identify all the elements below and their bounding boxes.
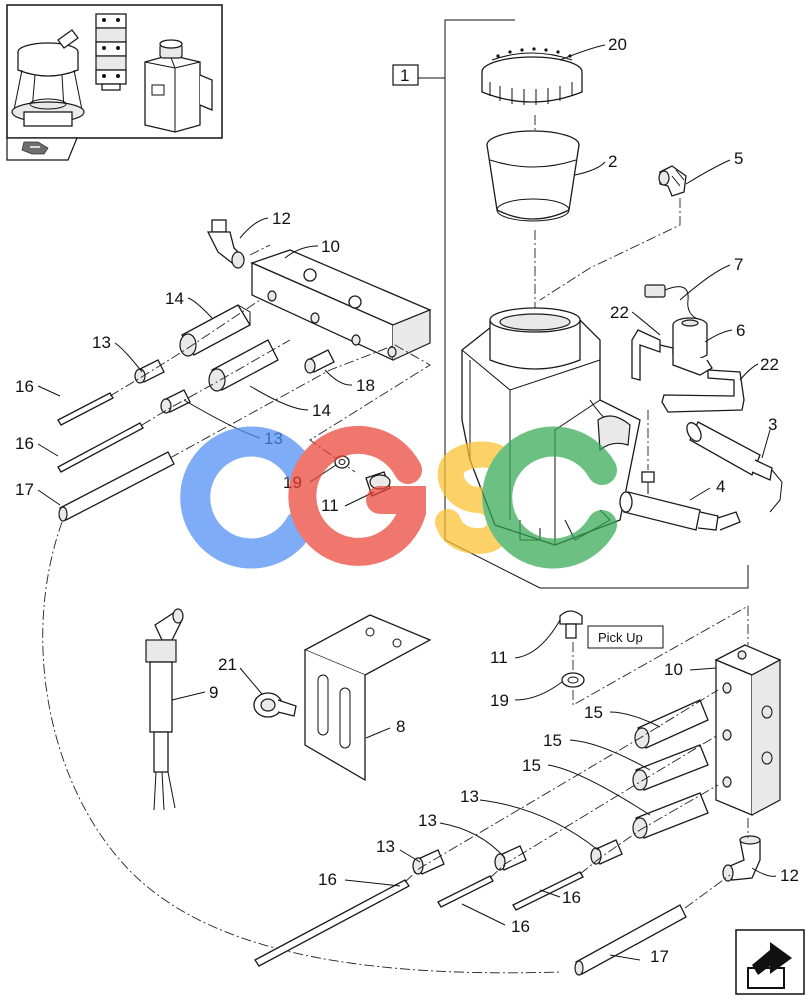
callout-14: 14 bbox=[312, 401, 331, 420]
callout-5: 5 bbox=[734, 149, 743, 168]
callout-11: 11 bbox=[321, 496, 339, 515]
part-10-manifold-lower bbox=[714, 644, 782, 816]
part-11-19-lower bbox=[559, 610, 585, 688]
part-14-fittings-upper bbox=[179, 304, 279, 392]
callout-11: 11 bbox=[490, 648, 508, 667]
callout-19: 19 bbox=[490, 691, 509, 710]
part-2-bowl bbox=[486, 130, 580, 222]
pickup-label: Pick Up bbox=[598, 630, 643, 645]
part-21-clamp bbox=[253, 692, 297, 718]
part-16-17-tubes-lower bbox=[254, 871, 687, 976]
callout-17: 17 bbox=[15, 480, 34, 499]
callout-10: 10 bbox=[321, 237, 340, 256]
callout-15: 15 bbox=[522, 756, 541, 775]
pickup-label-box bbox=[587, 625, 664, 649]
callout-13: 13 bbox=[460, 787, 479, 806]
part-12-elbow-lower bbox=[722, 835, 761, 882]
watermark-letter-g bbox=[288, 425, 426, 566]
part-3-filter bbox=[686, 421, 783, 513]
callout-14: 14 bbox=[165, 289, 184, 308]
callout-22: 22 bbox=[760, 355, 779, 374]
part-22-tubes bbox=[631, 329, 745, 413]
callout-13: 13 bbox=[418, 811, 437, 830]
callout-12: 12 bbox=[272, 209, 291, 228]
part-16-17-tubes-upper bbox=[57, 392, 175, 522]
callout-1: 1 bbox=[400, 66, 409, 85]
part-8-bracket bbox=[303, 614, 432, 782]
callout-16: 16 bbox=[15, 434, 34, 453]
callout-13: 13 bbox=[376, 837, 395, 856]
callout-16: 16 bbox=[562, 888, 581, 907]
callout-15: 15 bbox=[584, 703, 603, 722]
part-6-solenoid bbox=[659, 317, 713, 376]
watermark bbox=[180, 425, 617, 569]
callout-16: 16 bbox=[511, 917, 530, 936]
leader-lines bbox=[37, 44, 777, 961]
callout-18: 18 bbox=[356, 376, 375, 395]
callout-15: 15 bbox=[543, 731, 562, 750]
callout-16: 16 bbox=[318, 870, 337, 889]
callout-7: 7 bbox=[734, 255, 743, 274]
part-15-fittings-lower bbox=[632, 699, 709, 839]
callout-16: 16 bbox=[15, 377, 34, 396]
callout-13: 13 bbox=[92, 333, 111, 352]
part-4-cylinder bbox=[619, 471, 741, 531]
part-10-manifold-upper bbox=[250, 249, 432, 362]
callout-8: 8 bbox=[396, 717, 405, 736]
part-9-hose bbox=[145, 608, 184, 811]
assembly-bracket bbox=[392, 19, 749, 589]
part-13-fittings-upper bbox=[134, 349, 335, 414]
part-12-elbow-upper bbox=[206, 219, 245, 269]
nav-forward-icon[interactable] bbox=[735, 929, 805, 995]
nav-back-icon[interactable] bbox=[6, 137, 78, 161]
callout-labels: 20 1 2 5 12 10 7 14 22 6 13 22 16 18 14 … bbox=[15, 35, 799, 966]
watermark-letter-c1 bbox=[180, 426, 315, 569]
callout-9: 9 bbox=[209, 683, 218, 702]
callout-4: 4 bbox=[716, 477, 725, 496]
part-5-elbow bbox=[658, 165, 687, 197]
callout-2: 2 bbox=[608, 152, 617, 171]
thumbnail-inset bbox=[6, 4, 223, 139]
callout-3: 3 bbox=[768, 415, 777, 434]
part-13-fittings-lower bbox=[412, 839, 623, 875]
watermark-letter-s bbox=[435, 441, 518, 554]
callout-21: 21 bbox=[218, 655, 237, 674]
part-7-sensor bbox=[644, 284, 701, 321]
callout-6: 6 bbox=[736, 321, 745, 340]
callout-12: 12 bbox=[780, 866, 799, 885]
callout-10: 10 bbox=[664, 660, 683, 679]
callout-20: 20 bbox=[608, 35, 627, 54]
callout-22: 22 bbox=[610, 303, 629, 322]
watermark-letter-c2 bbox=[482, 426, 617, 569]
part-20-cap bbox=[481, 47, 583, 105]
callout-17: 17 bbox=[650, 947, 669, 966]
